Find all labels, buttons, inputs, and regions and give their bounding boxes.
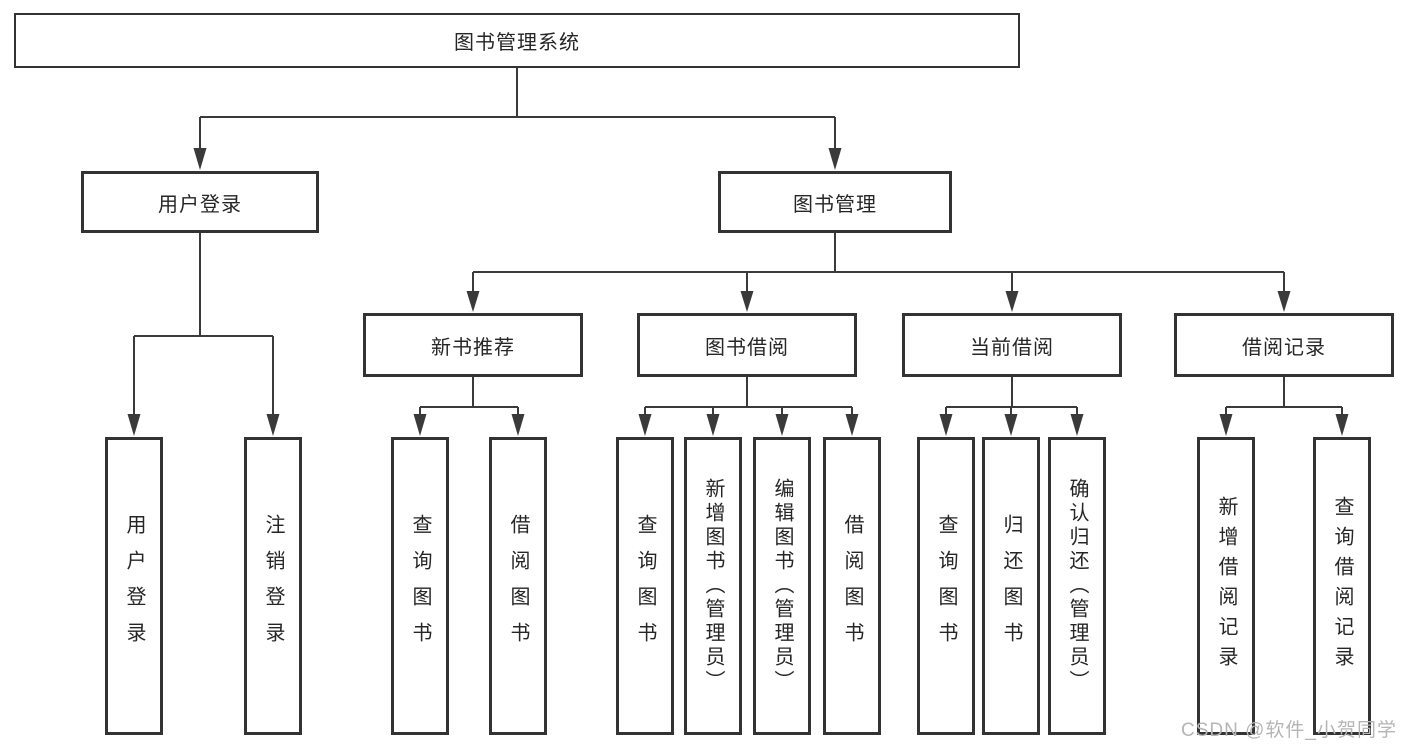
node-label: 查询图书: [409, 514, 431, 658]
node-book-management: 图书管理: [718, 171, 952, 233]
leaf-borrow-book: 借阅图书: [823, 437, 881, 735]
node-label: 编辑图书（管理员）: [771, 478, 793, 694]
node-label: 借阅图书: [507, 514, 529, 658]
node-label: 新增借阅记录: [1215, 496, 1237, 676]
leaf-query-book-current: 查询图书: [917, 437, 975, 735]
leaf-user-login: 用户登录: [105, 437, 163, 735]
leaf-edit-book-admin: 编辑图书（管理员）: [753, 437, 811, 735]
node-root-system: 图书管理系统: [14, 13, 1020, 68]
node-label: 新增图书（管理员）: [702, 478, 724, 694]
leaf-add-book-admin: 新增图书（管理员）: [684, 437, 742, 735]
node-label: 用户登录: [123, 514, 145, 658]
node-label: 图书管理: [793, 193, 877, 216]
node-current-borrow: 当前借阅: [902, 313, 1122, 377]
node-book-borrow: 图书借阅: [637, 313, 857, 377]
leaf-query-borrow-record: 查询借阅记录: [1313, 437, 1371, 735]
leaf-query-book-borrow: 查询图书: [616, 437, 674, 735]
node-label: 图书借阅: [705, 336, 789, 359]
node-user-login: 用户登录: [81, 171, 319, 233]
node-label: 确认归还（管理员）: [1066, 478, 1088, 694]
leaf-add-borrow-record: 新增借阅记录: [1197, 437, 1255, 735]
node-label: 注销登录: [262, 514, 284, 658]
node-label: 查询借阅记录: [1331, 496, 1353, 676]
leaf-borrow-book-recommend: 借阅图书: [489, 437, 547, 735]
node-label: 归还图书: [1000, 514, 1022, 658]
leaf-query-book-recommend: 查询图书: [391, 437, 449, 735]
node-label: 借阅记录: [1242, 336, 1326, 359]
csdn-watermark: CSDN @软件_小贺同学: [1181, 720, 1397, 741]
leaf-return-book: 归还图书: [982, 437, 1040, 735]
node-label: 查询图书: [634, 514, 656, 658]
node-label: 用户登录: [158, 193, 242, 216]
node-label: 当前借阅: [970, 336, 1054, 359]
node-label: 新书推荐: [431, 336, 515, 359]
node-label: 图书管理系统: [454, 32, 580, 54]
leaf-confirm-return-admin: 确认归还（管理员）: [1048, 437, 1106, 735]
leaf-logout: 注销登录: [244, 437, 302, 735]
node-label: 借阅图书: [841, 514, 863, 658]
node-borrow-record: 借阅记录: [1174, 313, 1394, 377]
node-new-book-recommend: 新书推荐: [363, 313, 583, 377]
node-label: 查询图书: [935, 514, 957, 658]
